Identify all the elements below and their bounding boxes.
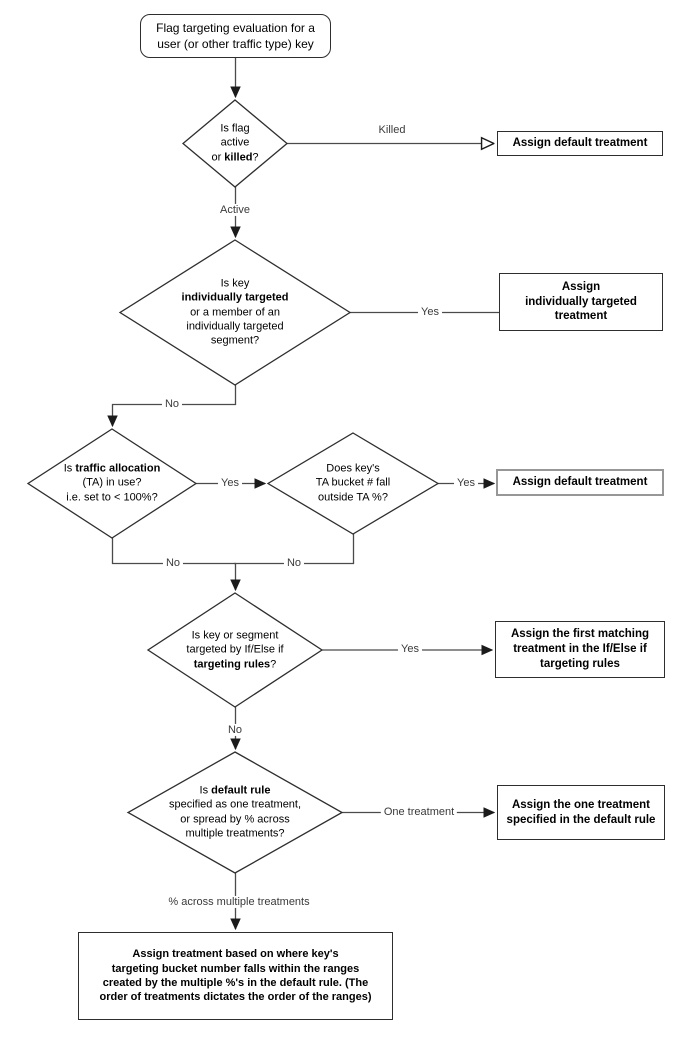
edge-label-no-rules: No [224,723,246,737]
diamond-traffic-allocation-label: Is traffic allocation(TA) in use?i.e. se… [63,462,161,504]
edge-label-one-treatment: One treatment [380,805,458,819]
edge-label-yes-bucket: Yes [454,476,478,490]
diamond-targeting-rules [146,592,324,708]
edge-label-no-ta: No [162,556,184,570]
edge-label-no-bucket: No [283,556,305,570]
diamond-default-rule [126,751,344,874]
edge-label-yes-rules: Yes [398,642,422,656]
edge-no-bucket [234,533,355,565]
diamond-flag-status [181,99,289,188]
edge-label-no-individual: No [161,397,183,411]
edge-label-yes-ta: Yes [218,476,242,490]
node-assign-default-ta: Assign default treatment [496,469,664,496]
edge-label-yes-individual: Yes [418,305,442,319]
diamond-ta-bucket [266,432,440,535]
diamond-individually-targeted [118,239,352,386]
edge-label-pct-across: % across multiple treatments [165,895,313,909]
node-assign-default-killed: Assign default treatment [497,131,663,156]
edge-label-killed: Killed [378,123,406,136]
edge-no-ta [111,537,236,565]
edge-label-active: Active [217,203,253,217]
diamond-traffic-allocation [26,428,198,539]
